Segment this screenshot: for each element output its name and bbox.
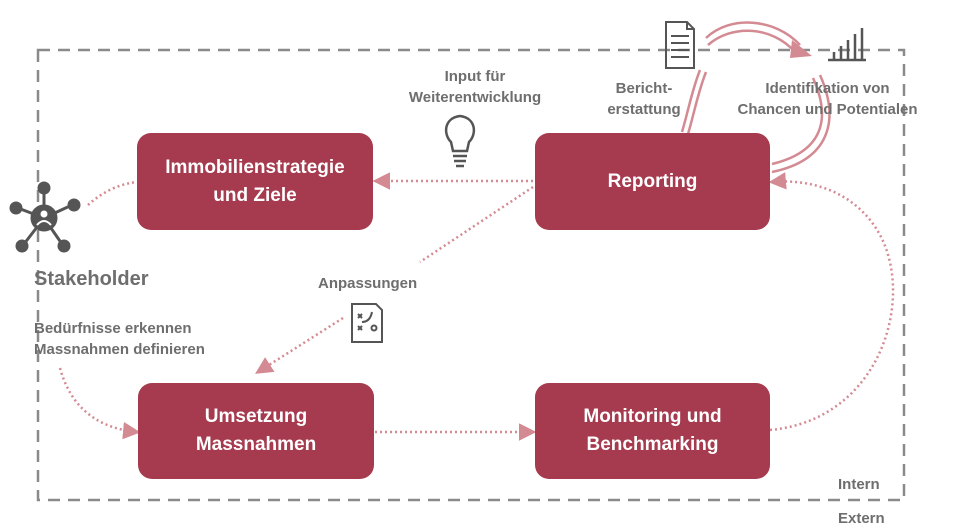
label-stakeholder: Stakeholder <box>34 268 149 290</box>
label-extern: Extern <box>838 510 885 527</box>
document-icon <box>665 21 695 69</box>
arrow-top-loop <box>705 21 812 58</box>
node-measures: Umsetzung Massnahmen <box>138 383 374 479</box>
node-monitoring: Monitoring und Benchmarking <box>535 383 770 479</box>
intern-boundary <box>36 48 906 502</box>
label-identifikation: Identifikation von Chancen und Potential… <box>737 80 918 118</box>
label-anpassungen: Anpassungen <box>318 275 418 292</box>
node-reporting: Reporting <box>535 133 770 230</box>
label-stakeholder-tasks: Bedürfnisse erkennen Massnahmen definier… <box>34 320 205 358</box>
label-intern: Intern <box>838 476 880 493</box>
network-person-icon <box>9 181 81 253</box>
arrow-monitoring-reporting <box>768 172 895 432</box>
strategy-board-icon <box>351 303 383 343</box>
lightbulb-icon <box>444 114 476 168</box>
arrow-identifikation-reporting <box>771 74 831 174</box>
node-strategy: Immobilienstrategie und Ziele <box>137 133 373 230</box>
bar-chart-icon <box>828 28 866 62</box>
arrow-reporting-outside <box>680 69 708 135</box>
arrow-reporting-measures <box>258 185 534 372</box>
label-input: Input für Weiterentwicklung <box>408 68 542 106</box>
arrow-stakeholder-strategy <box>87 180 138 206</box>
arrow-stakeholder-measures <box>58 367 141 440</box>
label-bericht: Bericht- erstattung <box>607 80 681 118</box>
